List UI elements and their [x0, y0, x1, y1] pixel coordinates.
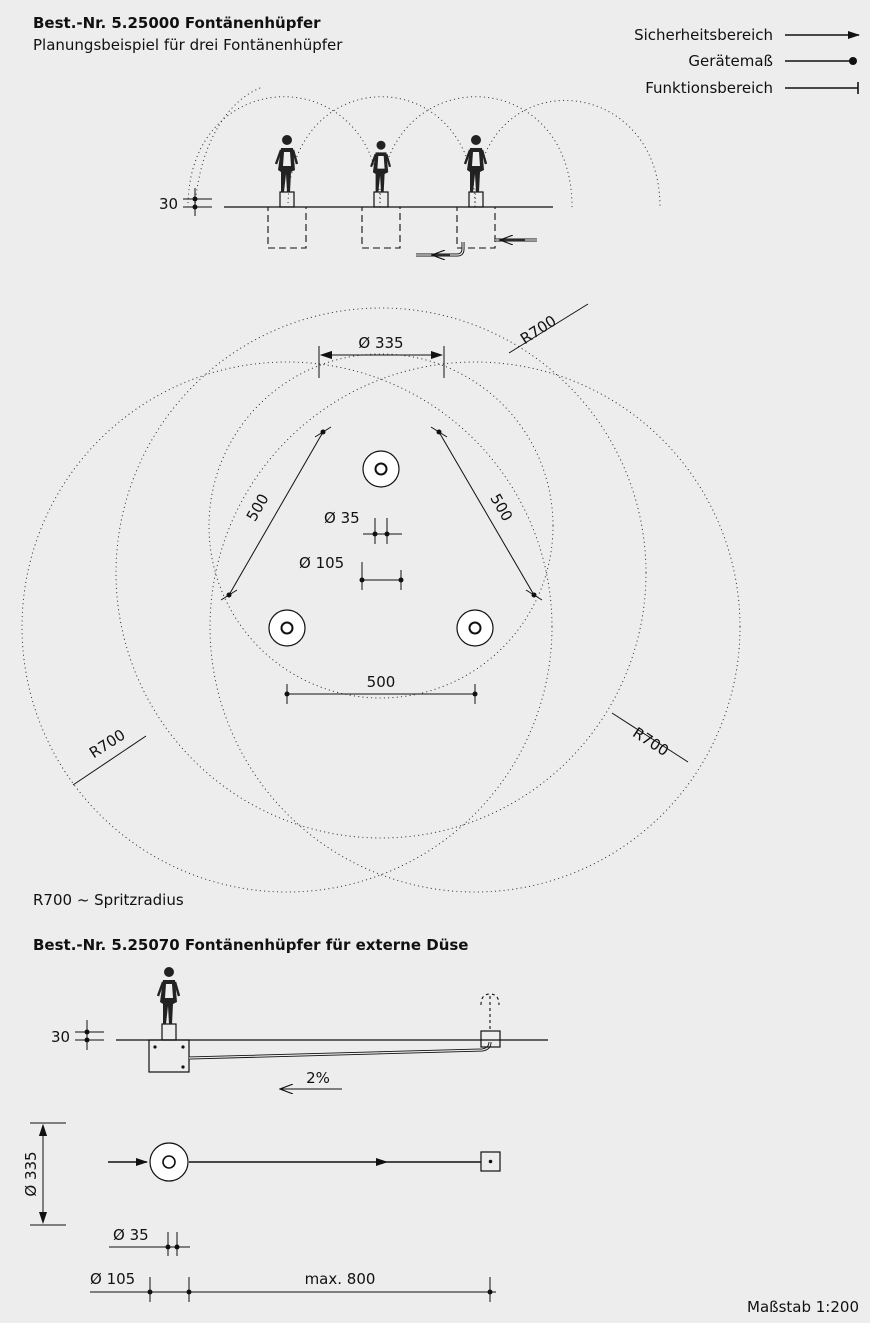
radius-line — [611, 712, 689, 763]
person-icon — [463, 133, 488, 194]
title: Best.-Nr. 5.25000 Fontänenhüpfer — [33, 14, 321, 32]
spray-radius-circle — [115, 307, 647, 839]
underground-housing — [267, 206, 307, 249]
slope-label: 2% — [306, 1069, 330, 1087]
person-icon — [156, 965, 181, 1026]
subtitle: Planungsbeispiel für drei Fontänenhüpfer — [33, 36, 343, 54]
diameter-105-label-2: Ø 105 — [90, 1270, 135, 1288]
diameter-35-label: Ø 35 — [324, 509, 360, 527]
scale-label: Maßstab 1:200 — [747, 1298, 859, 1316]
fountain-top — [362, 450, 400, 488]
plinth — [161, 1023, 177, 1041]
dim-dot — [192, 204, 198, 210]
spray-arc — [379, 96, 573, 208]
external-nozzle — [480, 1030, 501, 1048]
elevation-height-label-2: 30 — [51, 1028, 70, 1046]
legend-label-geraetemass: Gerätemaß — [688, 52, 773, 70]
legend-dot-icon — [849, 57, 857, 65]
fountain-left — [268, 609, 306, 647]
spacing-label-left: 500 — [243, 491, 273, 525]
plan-view-1: Ø 335 R700 R700 R700 500 — [21, 303, 741, 893]
dim-dot — [192, 196, 198, 202]
diameter-35-dim: Ø 35 — [324, 509, 402, 544]
spray-radius-circle — [21, 361, 553, 893]
elevation-view-2: 30 2% — [51, 965, 548, 1089]
plinth — [279, 191, 295, 208]
diameter-105-dim: Ø 105 — [299, 554, 404, 590]
legend-label-sicherheitsbereich: Sicherheitsbereich — [634, 26, 773, 44]
spray-arc — [194, 87, 261, 208]
spacing-dim-right: 500 — [430, 426, 543, 601]
spray-arc — [287, 96, 476, 208]
spray-radius-note: R700 ~ Spritzradius — [33, 891, 184, 909]
spacing-dim-left: 500 — [220, 426, 332, 601]
supply-pipe — [188, 1041, 492, 1060]
fountain — [149, 1142, 189, 1182]
diameter-35-label-2: Ø 35 — [113, 1226, 149, 1244]
radius-line — [508, 303, 589, 354]
spacing-dim-bottom: 500 — [284, 673, 478, 704]
radius-label-right: R700 — [629, 724, 672, 760]
diameter-335-label-2: Ø 335 — [22, 1151, 40, 1196]
spacing-label-bottom: 500 — [367, 673, 396, 691]
legend: Sicherheitsbereich Gerätemaß Funktionsbe… — [634, 26, 860, 97]
radius-label-left: R700 — [86, 726, 129, 762]
section-title-external-nozzle: Best.-Nr. 5.25070 Fontänenhüpfer für ext… — [33, 936, 468, 954]
person-icon — [370, 139, 392, 194]
diameter-335-label: Ø 335 — [358, 334, 403, 352]
housing — [148, 1039, 190, 1073]
plan-view-2: Ø 335 Ø 35 Ø 105 max. 800 — [22, 1122, 501, 1302]
elevation-height-label: 30 — [159, 195, 178, 213]
radius-label-top: R700 — [517, 312, 560, 348]
spacing-label-right: 500 — [486, 491, 516, 525]
legend-label-funktionsbereich: Funktionsbereich — [645, 79, 773, 97]
person-icon — [274, 133, 299, 194]
spray-radius-circle — [209, 361, 741, 893]
elevation-view-1: 30 — [159, 87, 661, 257]
external-nozzle-plan — [480, 1151, 501, 1172]
supply-pipe — [416, 242, 465, 257]
radius-line — [72, 735, 147, 786]
spray-arc — [187, 96, 381, 208]
diameter-105-label: Ø 105 — [299, 554, 344, 572]
max-distance-label: max. 800 — [305, 1270, 376, 1288]
safety-area-circle — [208, 353, 554, 699]
fountain-right — [456, 609, 494, 647]
underground-housing — [456, 206, 496, 249]
spray-arc — [474, 99, 661, 208]
underground-housing — [361, 206, 401, 249]
